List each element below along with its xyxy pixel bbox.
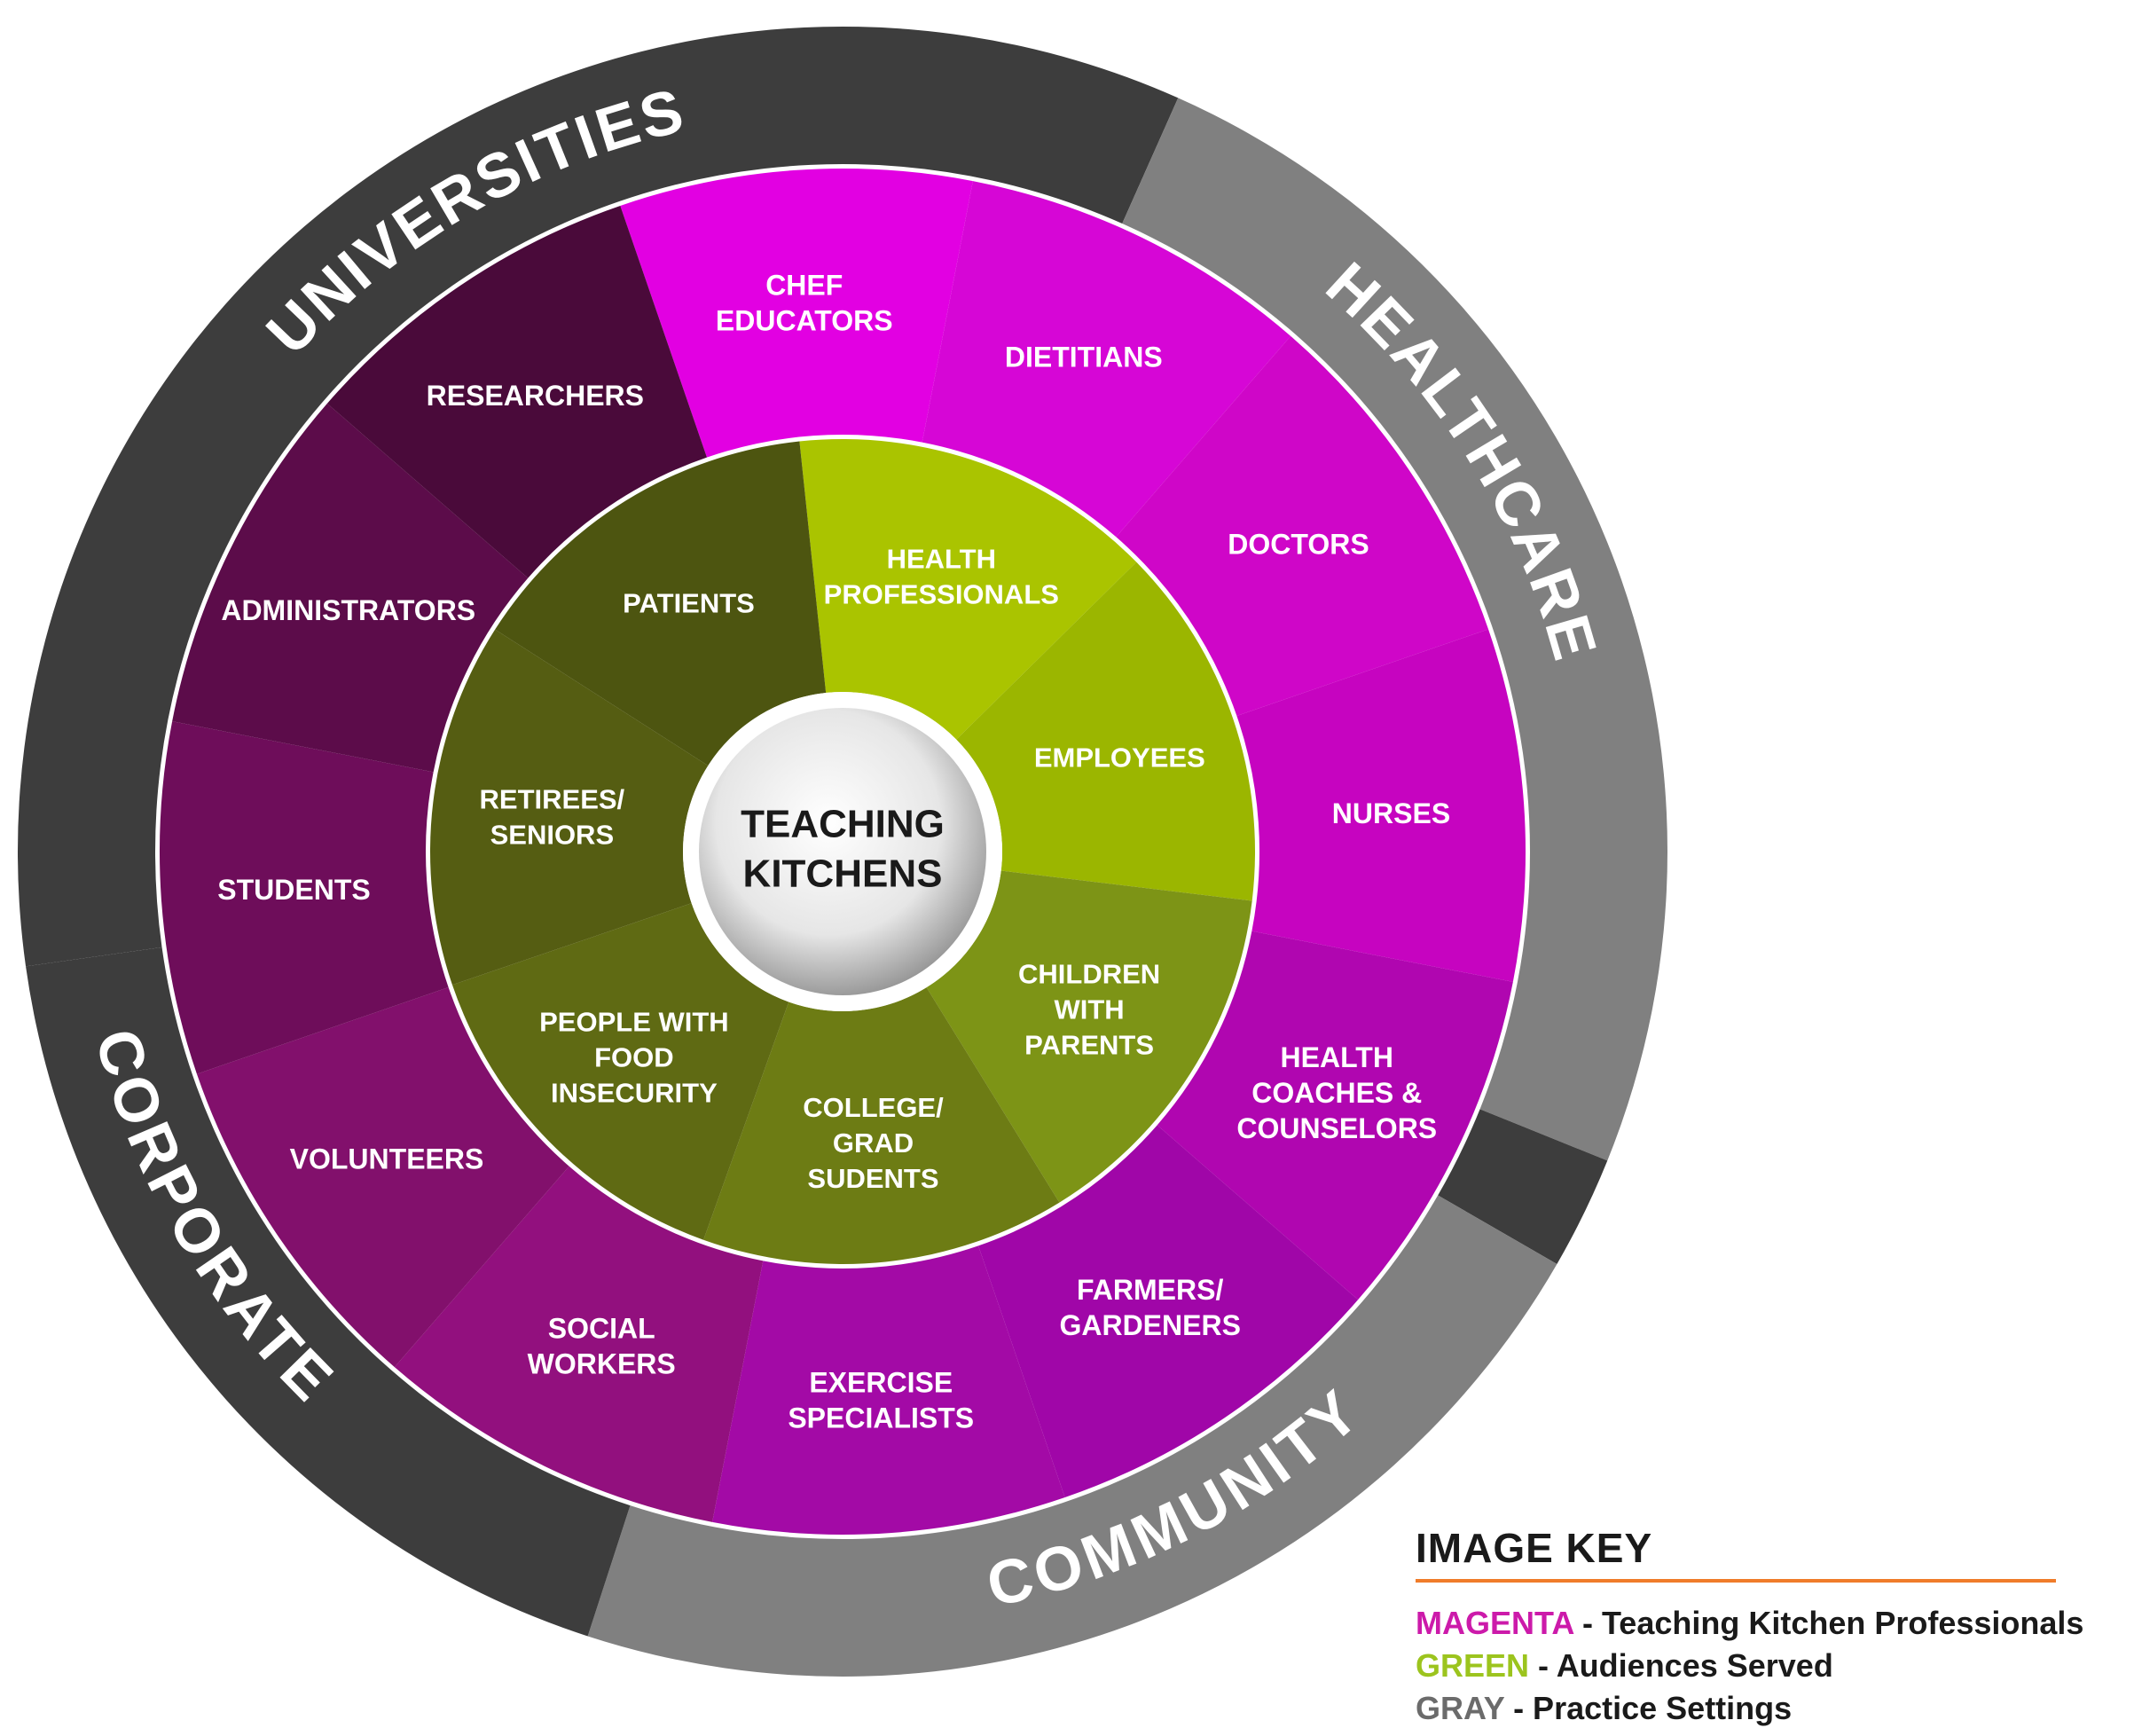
professional-segment-exercise-specialists [712,1245,1065,1535]
practice-ring-segment-0 [17,27,1179,967]
key-color-name-magenta: MAGENTA [1416,1605,1573,1641]
center-hub: TEACHING KITCHENS [683,692,1002,1011]
practice-ring-segment-1 [1122,98,1668,1161]
image-key-title: IMAGE KEY [1416,1525,1653,1571]
center-label-line2: KITCHENS [743,852,943,896]
professional-label-volunteers: VOLUNTEERS [290,1143,484,1175]
image-key: IMAGE KEY MAGENTA - Teaching Kitchen Pro… [1416,1524,2125,1730]
center-circle [699,708,986,995]
professional-segment-social-workers [394,1166,764,1522]
audience-label-retirees-seniors: RETIREES/SENIORS [480,784,625,851]
image-key-divider [1416,1579,2056,1583]
professional-segment-nurses [1236,629,1526,982]
professional-segment-chef-educators [620,168,973,458]
image-key-row-green: GREEN - Audiences Served [1416,1645,2125,1687]
professional-segment-dietitians [922,181,1291,538]
key-color-name-green: GREEN [1416,1647,1530,1684]
professional-segment-students [160,721,449,1074]
image-key-row-gray: GRAY - Practice Settings [1416,1687,2125,1730]
professional-label-students: STUDENTS [217,874,370,906]
audience-segment-people-with-food-insecurity [451,903,789,1240]
professional-label-administrators: ADMINISTRATORS [221,594,475,626]
audience-segment-employees [956,562,1255,901]
professional-label-farmers-gardeners: FARMERS/GARDENERS [1059,1274,1240,1341]
center-label-line1: TEACHING [741,803,945,846]
professional-segment-farmers-gardeners [978,1125,1359,1498]
audience-label-employees: EMPLOYEES [1034,742,1205,773]
practice-ring-segment-3 [587,1195,1557,1677]
audience-segment-patients [495,441,827,766]
professional-segment-administrators [172,403,529,773]
professional-label-researchers: RESEARCHERS [427,380,644,412]
audience-segment-retirees-seniors [429,629,709,986]
key-desc-magenta: - Teaching Kitchen Professionals [1573,1605,2084,1641]
professional-segment-health-coaches-counselors [1157,931,1513,1300]
image-key-row-magenta: MAGENTA - Teaching Kitchen Professionals [1416,1602,2125,1645]
audience-label-patients: PATIENTS [623,587,755,618]
professional-label-doctors: DOCTORS [1228,528,1369,560]
practice-ring-segment-4 [26,947,631,1637]
key-desc-green: - Audiences Served [1529,1647,1833,1684]
practice-ring-segment-2 [1438,1109,1608,1264]
professional-segment-doctors [1116,335,1489,716]
audience-segment-college-grad-sudents [703,987,1060,1265]
professional-segment-volunteers [196,987,569,1368]
key-desc-gray: - Practice Settings [1504,1690,1793,1726]
audience-segment-children-with-parents [926,870,1252,1203]
professional-segment-researchers [326,205,707,578]
professional-label-nurses: NURSES [1332,797,1450,829]
key-color-name-gray: GRAY [1416,1690,1505,1726]
professional-label-dietitians: DIETITIANS [1005,342,1163,373]
audience-segment-health-professionals [799,439,1137,740]
